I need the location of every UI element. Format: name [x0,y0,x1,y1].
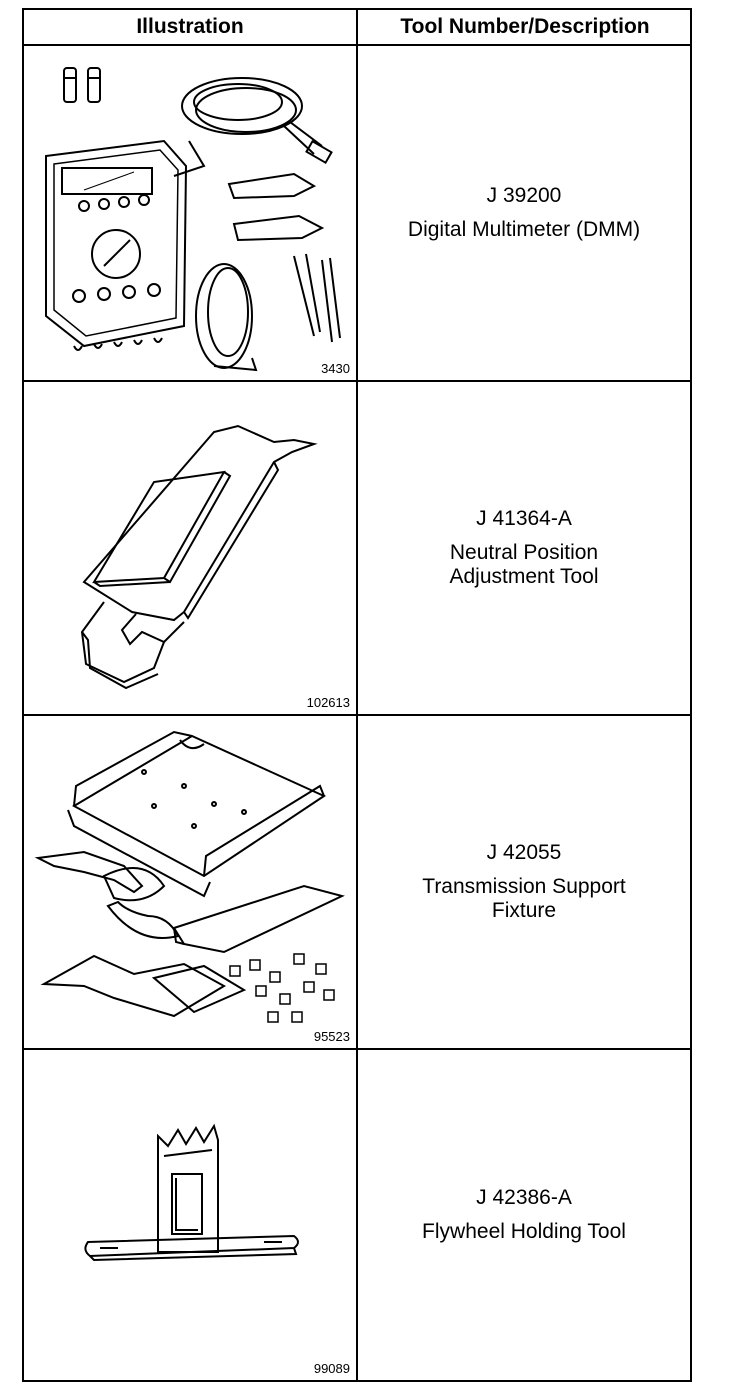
figure-number: 102613 [306,695,350,710]
tool-description: Digital Multimeter (DMM) [407,218,641,241]
tool-description-header: Tool Number/Description [358,10,692,46]
tool-number: J 42055 [486,841,562,864]
row-divider [24,1048,690,1050]
flywheel-holding-tool-icon [24,1050,356,1380]
transmission-fixture-icon [24,716,356,1048]
illustration-cell: 95523 [24,716,358,1048]
figure-number: 95523 [313,1029,350,1044]
tool-number: J 39200 [486,184,562,207]
tool-description-line-2: Fixture [491,899,557,922]
table-row: 95523 J 42055 Transmission Support Fixtu… [24,716,690,1048]
illustration-cell: 3430 [24,46,358,380]
digital-multimeter-icon [24,46,356,380]
tool-number: J 41364-A [476,507,572,530]
tool-number: J 42386-A [476,1186,572,1209]
tool-description-line-1: Transmission Support [422,875,626,898]
tool-description-cell: J 42386-A Flywheel Holding Tool [358,1050,690,1380]
row-divider [24,380,690,382]
tool-description-line-2: Adjustment Tool [449,565,599,588]
row-divider [24,714,690,716]
table-row: 3430 J 39200 Digital Multimeter (DMM) [24,46,690,380]
tool-description-line-1: Neutral Position [449,541,599,564]
figure-number: 3430 [321,361,350,376]
table-row: 102613 J 41364-A Neutral Position Adjust… [24,382,690,714]
tool-description-cell: J 39200 Digital Multimeter (DMM) [358,46,690,380]
illustration-cell: 102613 [24,382,358,714]
illustration-cell: 99089 [24,1050,358,1380]
table-row: 99089 J 42386-A Flywheel Holding Tool [24,1050,690,1380]
tool-description: Flywheel Holding Tool [422,1220,626,1243]
figure-number: 99089 [313,1361,350,1376]
illustration-header: Illustration [24,10,358,46]
neutral-position-tool-icon [24,382,356,714]
tool-description-cell: J 41364-A Neutral Position Adjustment To… [358,382,690,714]
tool-description-cell: J 42055 Transmission Support Fixture [358,716,690,1048]
special-tools-table: Illustration Tool Number/Description [22,8,692,1382]
